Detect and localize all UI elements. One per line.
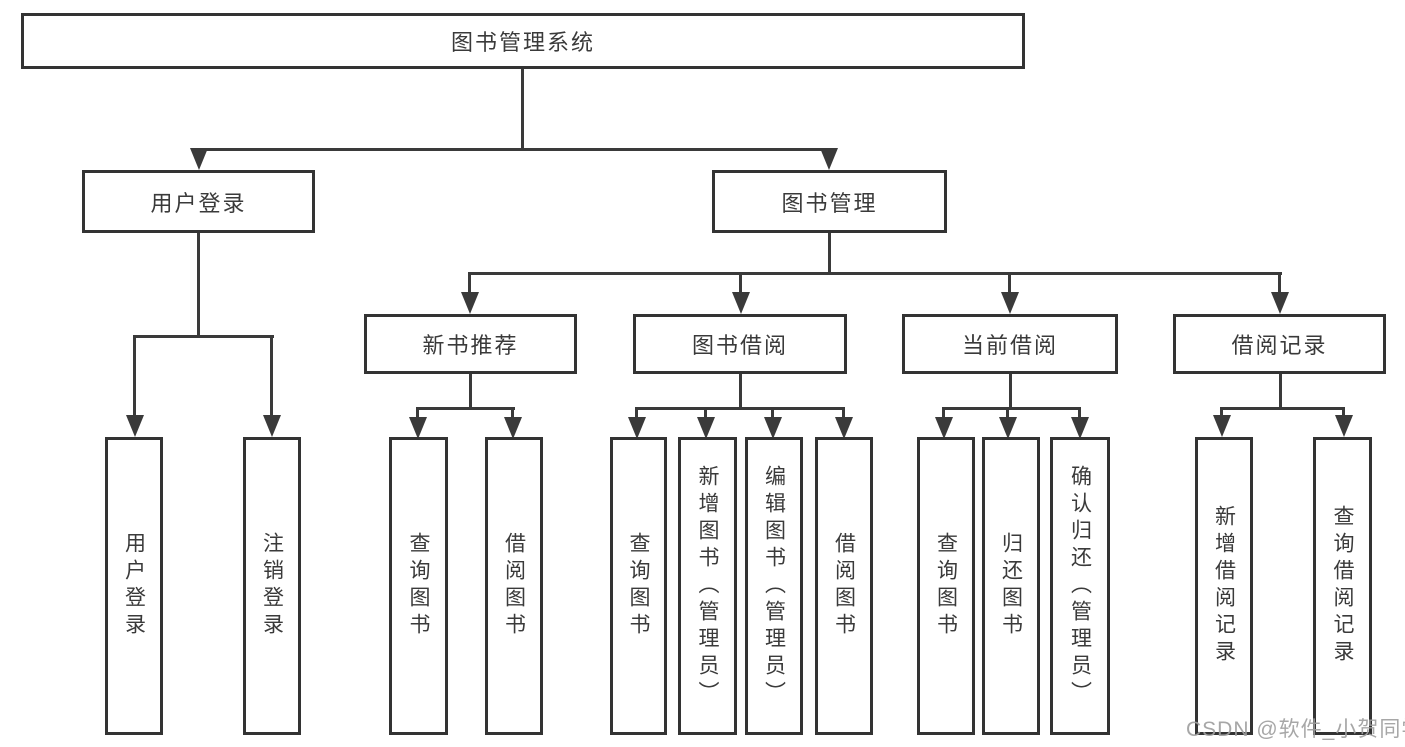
connector-borrow-record-stem [1279,373,1282,410]
node-borrow-record-label: 借阅记录 [1231,333,1328,358]
arrowhead-icon [1071,417,1089,439]
connector-line [704,407,707,421]
node-current-query-book: 查询图书 [917,437,975,735]
connector-line [1220,407,1223,421]
connector-level1-branch [197,148,831,151]
arrowhead-icon [190,148,208,170]
arrowhead-icon [409,417,427,439]
node-recommend-borrow-book-label: 借阅图书 [502,532,526,640]
node-root-label: 图书管理系统 [450,30,595,55]
node-new-book-recommend-label: 新书推荐 [422,333,519,358]
node-add-borrow-record: 新增借阅记录 [1195,437,1253,735]
node-recommend-query-book: 查询图书 [389,437,448,735]
arrowhead-icon [628,417,646,439]
node-borrow-query-book-label: 查询图书 [627,532,650,640]
node-confirm-return-admin-label: 确认归还（管理员） [1068,464,1092,708]
node-borrow-book-label: 借阅图书 [832,532,856,640]
node-add-borrow-record-label: 新增借阅记录 [1212,505,1236,667]
node-confirm-return-admin: 确认归还（管理员） [1050,437,1110,735]
node-user-login-label: 用户登录 [150,190,247,216]
connector-level2-branch [468,272,1282,275]
node-return-book: 归还图书 [982,437,1040,735]
arrowhead-icon [1001,292,1019,314]
connector-root-stem [521,69,524,151]
connector-line [739,272,742,300]
arrowhead-icon [126,415,144,437]
node-logout: 注销登录 [243,437,301,735]
node-new-book-recommend: 新书推荐 [364,314,577,374]
node-recommend-query-book-label: 查询图书 [407,532,430,640]
connector-book-mgmt-stem [828,233,831,275]
arrowhead-icon [263,415,281,437]
node-edit-book-admin: 编辑图书（管理员） [745,437,803,735]
watermark: CSDN @软件_小贺同学 [1186,718,1405,741]
arrowhead-icon [732,292,750,314]
connector-line [1008,272,1011,300]
connector-line [942,407,945,421]
node-root: 图书管理系统 [21,13,1025,69]
connector-new-book-rec-branch [416,407,515,410]
connector-book-borrow-stem [739,373,742,410]
node-edit-book-admin-label: 编辑图书（管理员） [762,464,786,708]
connector-line [635,407,638,421]
node-return-book-label: 归还图书 [999,532,1023,640]
connector-line [270,335,273,423]
connector-new-book-rec-stem [469,373,472,410]
arrowhead-icon [504,417,522,439]
connector-line [511,407,514,421]
node-login-label: 用户登录 [122,532,146,640]
arrowhead-icon [461,292,479,314]
node-current-borrow: 当前借阅 [902,314,1118,374]
node-recommend-borrow-book: 借阅图书 [485,437,543,735]
node-query-borrow-record: 查询借阅记录 [1313,437,1372,735]
connector-user-login-stem [197,233,200,338]
arrowhead-icon [697,417,715,439]
connector-current-borrow-stem [1009,373,1012,410]
node-book-borrow-label: 图书借阅 [691,333,788,358]
connector-line [133,335,136,423]
connector-line [842,407,845,421]
node-query-borrow-record-label: 查询借阅记录 [1331,505,1354,667]
node-borrow-query-book: 查询图书 [610,437,667,735]
node-login: 用户登录 [105,437,163,735]
connector-login-branch [133,335,274,338]
arrowhead-icon [1271,292,1289,314]
node-add-book-admin: 新增图书（管理员） [678,437,737,735]
node-book-borrow: 图书借阅 [633,314,847,374]
arrowhead-icon [935,417,953,439]
node-logout-label: 注销登录 [260,532,284,640]
connector-line [1006,407,1009,421]
node-book-mgmt-label: 图书管理 [781,190,878,216]
connector-current-borrow-branch [942,407,1081,410]
connector-book-borrow-branch [635,407,845,410]
connector-line [771,407,774,421]
arrowhead-icon [764,417,782,439]
node-add-book-admin-label: 新增图书（管理员） [696,464,719,708]
arrowhead-icon [1213,415,1231,437]
connector-line [416,407,419,421]
node-current-borrow-label: 当前借阅 [961,333,1058,358]
connector-line [1342,407,1345,421]
node-user-login: 用户登录 [82,170,315,233]
arrowhead-icon [835,417,853,439]
connector-line [1278,272,1281,300]
arrowhead-icon [820,148,838,170]
node-current-query-book-label: 查询图书 [934,532,958,640]
arrowhead-icon [999,417,1017,439]
node-borrow-book: 借阅图书 [815,437,873,735]
node-book-mgmt: 图书管理 [712,170,947,233]
connector-line [1078,407,1081,421]
node-borrow-record: 借阅记录 [1173,314,1386,374]
arrowhead-icon [1335,415,1353,437]
connector-borrow-record-branch [1220,407,1345,410]
connector-line [468,272,471,300]
